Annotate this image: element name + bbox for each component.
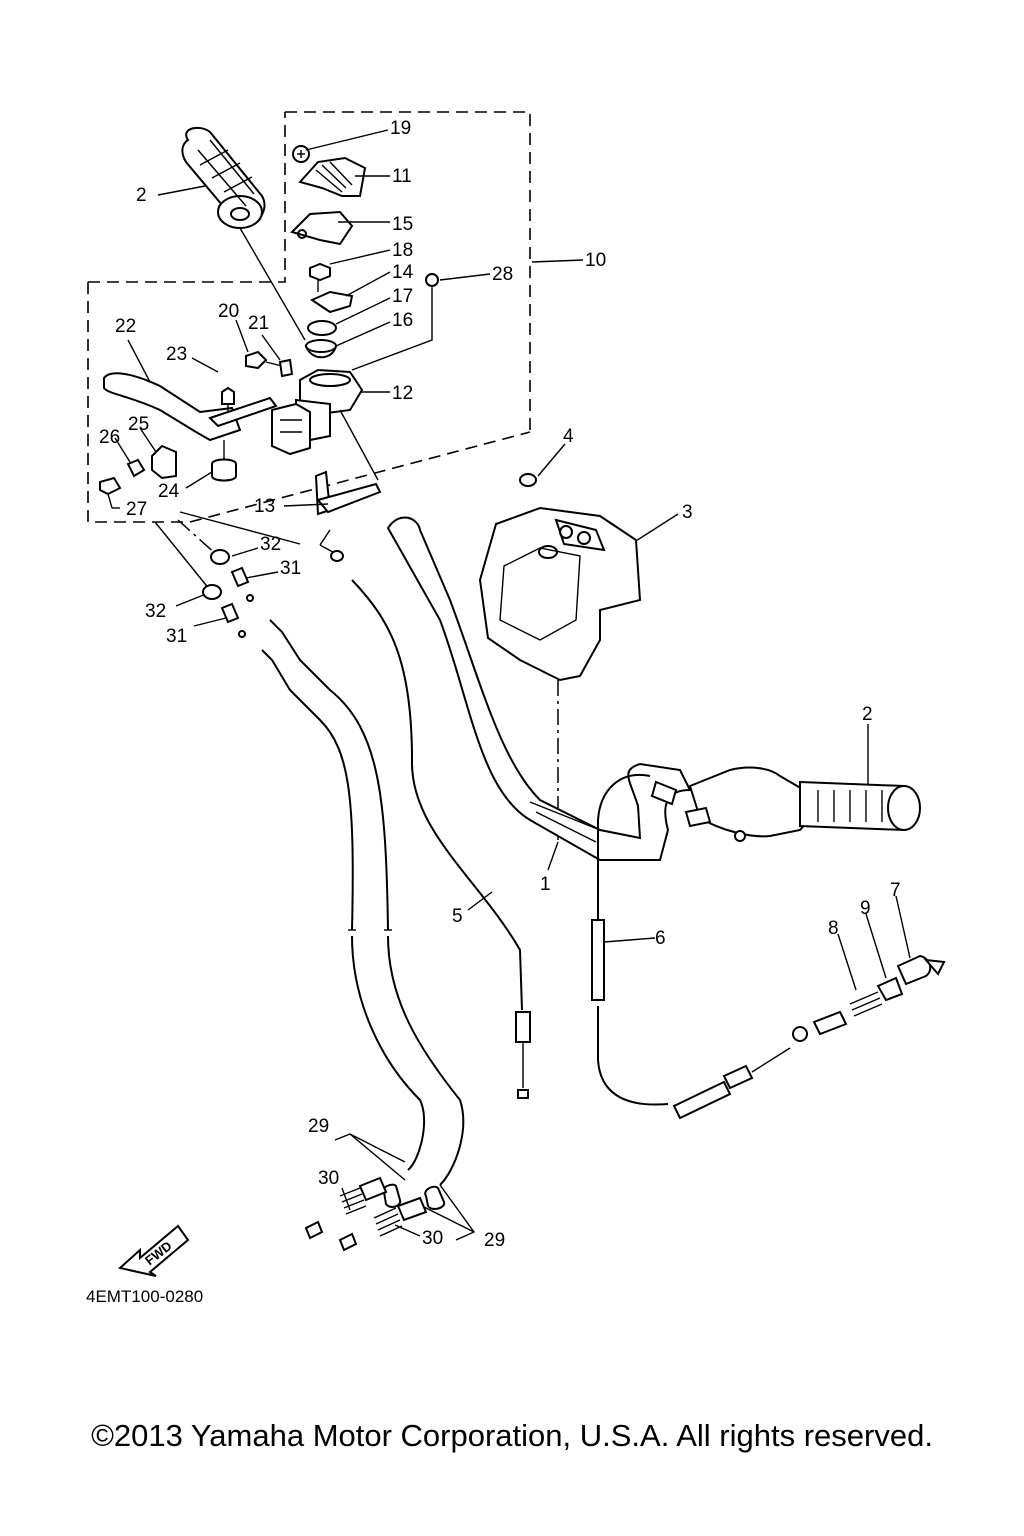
- callout-labels: 1 2 2 3 4 5 6 7 8 9 10 11 12 13 14 15 16…: [99, 118, 901, 1251]
- copyright-notice: ©2013 Yamaha Motor Corporation, U.S.A. A…: [91, 1418, 933, 1453]
- callout-14: 14: [392, 262, 414, 283]
- diagram-reference-code: 4EMT100-0280: [86, 1287, 203, 1306]
- brake-lever: [103, 350, 294, 442]
- callout-4: 4: [563, 426, 574, 447]
- callout-8: 8: [828, 918, 839, 939]
- callout-24: 24: [158, 481, 180, 502]
- callout-18: 18: [392, 240, 413, 261]
- axis-line-left: [177, 519, 219, 557]
- left-grip: [181, 126, 306, 341]
- callout-26: 26: [99, 427, 120, 448]
- callout-19: 19: [390, 118, 411, 139]
- handlebar-cover: [478, 473, 642, 682]
- callout-25: 25: [128, 414, 149, 435]
- callout-20: 20: [218, 301, 239, 322]
- leader-lines: [112, 129, 911, 1241]
- callout-23: 23: [166, 344, 187, 365]
- callout-22: 22: [115, 316, 136, 337]
- callout-1: 1: [540, 874, 551, 895]
- assembly-boundary-upper: [285, 111, 531, 432]
- callout-5: 5: [452, 906, 463, 927]
- callout-16: 16: [392, 310, 413, 331]
- throttle-cover: [290, 145, 367, 246]
- right-grip: [650, 766, 921, 842]
- callout-28: 28: [492, 264, 513, 285]
- callout-31-upper: 31: [280, 558, 301, 579]
- assembly-boundary-join: [88, 112, 286, 283]
- callout-29-right: 29: [484, 1230, 505, 1251]
- callout-11: 11: [392, 166, 412, 187]
- callout-2-left: 2: [136, 185, 147, 206]
- callout-30-left: 30: [318, 1168, 339, 1189]
- callout-7: 7: [890, 880, 901, 901]
- lever-bracket: [99, 440, 237, 509]
- cable-5: [330, 550, 531, 1099]
- callout-30-right: 30: [422, 1228, 443, 1249]
- cable-adjusters: [202, 549, 254, 638]
- switch-block: [271, 402, 311, 456]
- callout-2-right: 2: [862, 704, 873, 725]
- assembly-boundary-lower: [87, 282, 531, 523]
- callout-10: 10: [585, 250, 606, 271]
- callout-6: 6: [655, 928, 666, 949]
- throttle-internals: [304, 262, 439, 371]
- callout-13: 13: [254, 496, 275, 517]
- callout-12: 12: [392, 383, 413, 404]
- callout-9: 9: [860, 898, 871, 919]
- handlebar: [386, 516, 692, 861]
- callout-29-left: 29: [308, 1116, 329, 1137]
- callout-17: 17: [392, 286, 413, 307]
- callout-32-lower: 32: [145, 601, 166, 622]
- fwd-direction-badge: FWD: [117, 1224, 190, 1277]
- throttle-cable: [591, 773, 946, 1120]
- callout-21: 21: [248, 313, 269, 334]
- brake-cables: [261, 619, 465, 1252]
- callout-15: 15: [392, 214, 413, 235]
- callout-31-lower: 31: [166, 626, 187, 647]
- callout-32-upper: 32: [260, 534, 281, 555]
- callout-27: 27: [126, 499, 147, 520]
- callout-3: 3: [682, 502, 693, 523]
